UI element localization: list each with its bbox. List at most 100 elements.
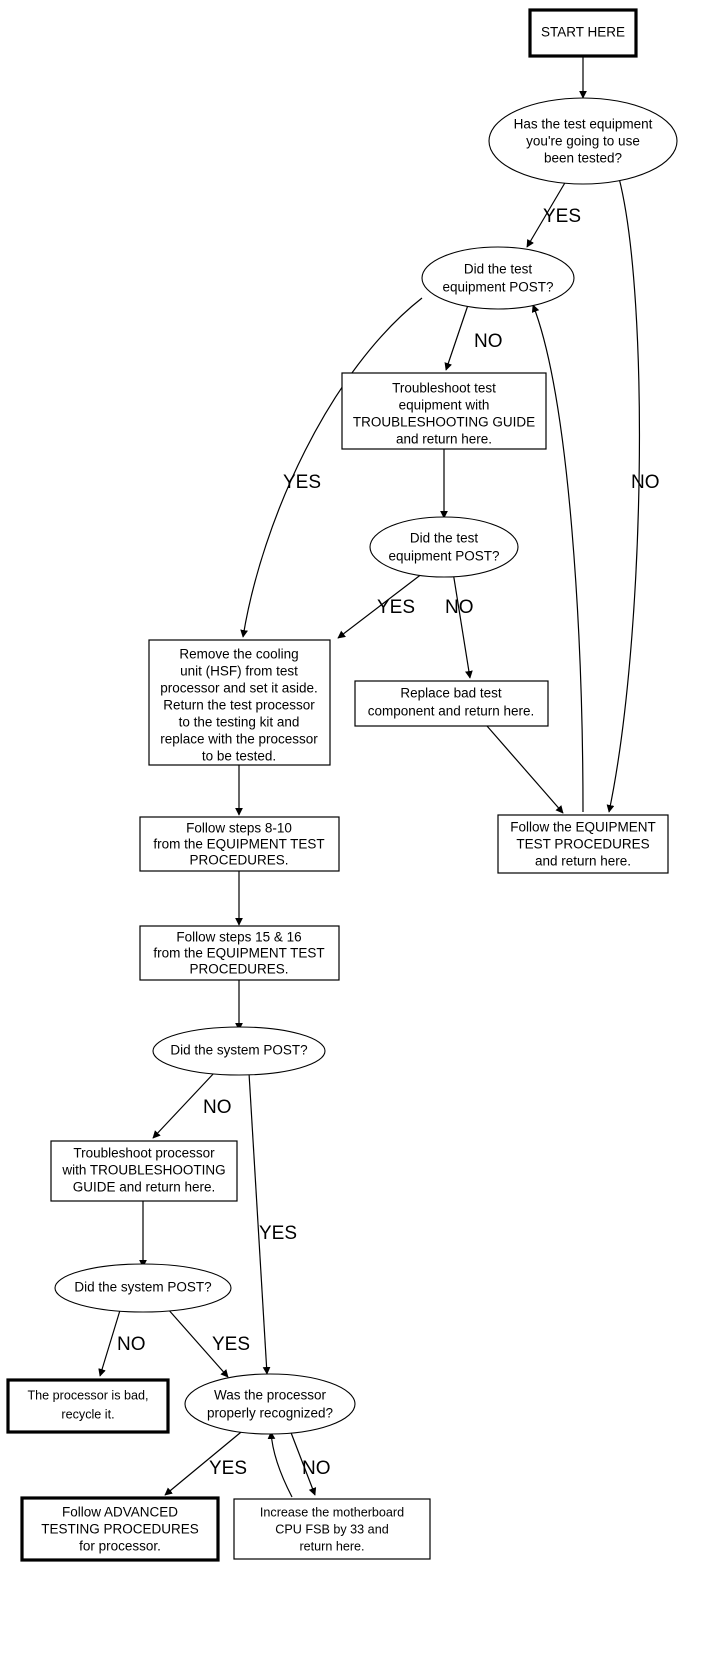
equip-test-proc-label-2: and return here. bbox=[535, 854, 631, 869]
edge-q-tested-yes-to-q-post1 bbox=[526, 180, 567, 248]
replace-bad-box[interactable] bbox=[354, 680, 549, 727]
proc-bad-label-1: recycle it. bbox=[61, 1407, 114, 1421]
steps-8-10-label-2: PROCEDURES. bbox=[189, 853, 288, 868]
replace-bad-label-0: Replace bad test bbox=[400, 686, 502, 701]
equip-test-proc-box[interactable] bbox=[497, 814, 669, 874]
troubleshoot-equip-label-3: and return here. bbox=[396, 432, 492, 447]
q-tested-ellipse[interactable] bbox=[488, 97, 678, 185]
edge-label-recog-yes: YES bbox=[209, 1458, 247, 1479]
edge-q-recognized-no-to-increase-fsb bbox=[289, 1429, 317, 1496]
steps-15-16-label-2: PROCEDURES. bbox=[189, 962, 288, 977]
node-advanced-proc[interactable]: Follow ADVANCED TESTING PROCEDURES for p… bbox=[20, 1496, 220, 1562]
advanced-proc-box[interactable] bbox=[20, 1496, 220, 1562]
node-q-tested[interactable]: Has the test equipment you're going to u… bbox=[488, 97, 678, 185]
steps-15-16-label-1: from the EQUIPMENT TEST bbox=[153, 946, 324, 961]
q-sys-post2-label-0: Did the system POST? bbox=[74, 1280, 211, 1295]
q-sys-post2-ellipse[interactable] bbox=[54, 1263, 232, 1313]
q-post2-ellipse[interactable] bbox=[369, 516, 519, 578]
start-label-0: START HERE bbox=[541, 25, 625, 40]
proc-bad-box[interactable] bbox=[6, 1378, 170, 1434]
node-troubleshoot-equip[interactable]: Troubleshoot test equipment with TROUBLE… bbox=[341, 372, 547, 450]
troubleshoot-proc-label-1: with TROUBLESHOOTING bbox=[61, 1163, 225, 1178]
edge-label-tested-no: NO bbox=[631, 472, 660, 493]
q-post2-label-0: Did the test bbox=[410, 531, 479, 546]
edge-q-sys-post2-no-to-proc-bad bbox=[98, 1306, 122, 1377]
node-increase-fsb[interactable]: Increase the motherboard CPU FSB by 33 a… bbox=[233, 1498, 431, 1560]
q-sys-post1-label-0: Did the system POST? bbox=[170, 1043, 307, 1058]
edge-label-post1-yes: YES bbox=[283, 472, 321, 493]
node-q-sys-post1[interactable]: Did the system POST? bbox=[152, 1026, 326, 1076]
node-equip-test-proc[interactable]: Follow the EQUIPMENT TEST PROCEDURES and… bbox=[497, 814, 669, 874]
replace-bad-label-1: component and return here. bbox=[368, 704, 535, 719]
steps-15-16-box[interactable] bbox=[139, 925, 340, 981]
remove-hsf-label-3: Return the test processor bbox=[163, 698, 315, 713]
node-q-recognized[interactable]: Was the processor properly recognized? bbox=[184, 1373, 356, 1435]
advanced-proc-label-0: Follow ADVANCED bbox=[62, 1505, 178, 1520]
node-start[interactable]: START HERE bbox=[528, 8, 638, 58]
remove-hsf-label-5: replace with the processor bbox=[160, 732, 318, 747]
edge-q-sys-post1-yes-to-q-recognized bbox=[248, 1072, 271, 1375]
troubleshoot-proc-label-0: Troubleshoot processor bbox=[73, 1146, 215, 1161]
q-post2-label-1: equipment POST? bbox=[388, 549, 499, 564]
edge-q-tested-no-to-equip-test-proc bbox=[606, 177, 641, 813]
edge-q-post2-no-to-replace-bad bbox=[452, 571, 473, 679]
node-replace-bad[interactable]: Replace bad test component and return he… bbox=[354, 680, 549, 727]
node-q-sys-post2[interactable]: Did the system POST? bbox=[54, 1263, 232, 1313]
q-sys-post1-ellipse[interactable] bbox=[152, 1026, 326, 1076]
edge-replace-bad-to-equip-test-proc bbox=[486, 725, 564, 814]
remove-hsf-label-6: to be tested. bbox=[202, 749, 276, 764]
steps-8-10-label-0: Follow steps 8-10 bbox=[186, 821, 292, 836]
node-troubleshoot-proc[interactable]: Troubleshoot processor with TROUBLESHOOT… bbox=[50, 1140, 238, 1202]
node-remove-hsf[interactable]: Remove the cooling unit (HSF) from test … bbox=[148, 639, 331, 766]
start-box[interactable] bbox=[528, 8, 638, 58]
troubleshoot-proc-box[interactable] bbox=[50, 1140, 238, 1202]
troubleshoot-equip-box[interactable] bbox=[341, 372, 547, 450]
node-q-post2[interactable]: Did the test equipment POST? bbox=[369, 516, 519, 578]
q-recognized-ellipse[interactable] bbox=[184, 1373, 356, 1435]
troubleshoot-equip-label-2: TROUBLESHOOTING GUIDE bbox=[353, 415, 535, 430]
increase-fsb-label-0: Increase the motherboard bbox=[260, 1505, 404, 1519]
edge-label-post2-yes: YES bbox=[377, 597, 415, 618]
equip-test-proc-label-1: TEST PROCEDURES bbox=[516, 837, 649, 852]
advanced-proc-label-2: for processor. bbox=[79, 1539, 161, 1554]
edge-q-recognized-yes-to-advanced-proc bbox=[164, 1427, 247, 1496]
q-recognized-label-0: Was the processor bbox=[214, 1388, 327, 1403]
node-proc-bad[interactable]: The processor is bad, recycle it. bbox=[6, 1378, 170, 1434]
q-recognized-label-1: properly recognized? bbox=[207, 1406, 333, 1421]
remove-hsf-label-4: to the testing kit and bbox=[179, 715, 300, 730]
edge-q-post1-yes-to-remove-hsf bbox=[240, 297, 423, 638]
q-post1-label-1: equipment POST? bbox=[442, 280, 553, 295]
edge-label-sys1-no: NO bbox=[203, 1097, 232, 1118]
node-q-post1[interactable]: Did the test equipment POST? bbox=[421, 246, 575, 310]
edge-layer bbox=[98, 56, 641, 1498]
advanced-proc-label-1: TESTING PROCEDURES bbox=[41, 1522, 199, 1537]
edge-q-sys-post2-yes-to-q-recognized bbox=[166, 1307, 229, 1378]
troubleshoot-equip-label-0: Troubleshoot test bbox=[392, 381, 496, 396]
remove-hsf-label-0: Remove the cooling bbox=[179, 647, 298, 662]
node-steps-15-16[interactable]: Follow steps 15 & 16 from the EQUIPMENT … bbox=[139, 925, 340, 981]
troubleshoot-equip-label-1: equipment with bbox=[399, 398, 490, 413]
edge-label-post2-no: NO bbox=[445, 597, 474, 618]
edge-label-tested-yes: YES bbox=[543, 206, 581, 227]
troubleshoot-proc-label-2: GUIDE and return here. bbox=[73, 1180, 216, 1195]
equip-test-proc-label-0: Follow the EQUIPMENT bbox=[510, 820, 656, 835]
edge-q-post1-no-to-troubleshoot-equip bbox=[444, 304, 469, 371]
proc-bad-label-0: The processor is bad, bbox=[27, 1388, 148, 1402]
edge-increase-fsb-to-q-recognized bbox=[267, 1431, 293, 1498]
edge-q-sys-post1-no-to-troubleshoot-proc bbox=[152, 1071, 216, 1139]
edge-label-sys2-no: NO bbox=[117, 1334, 146, 1355]
q-post1-ellipse[interactable] bbox=[421, 246, 575, 310]
edge-label-sys2-yes: YES bbox=[212, 1334, 250, 1355]
steps-8-10-box[interactable] bbox=[139, 816, 340, 872]
remove-hsf-box[interactable] bbox=[148, 639, 331, 766]
remove-hsf-label-2: processor and set it aside. bbox=[160, 681, 318, 696]
q-post1-label-0: Did the test bbox=[464, 262, 533, 277]
increase-fsb-label-2: return here. bbox=[299, 1539, 364, 1553]
q-tested-label-0: Has the test equipment bbox=[514, 117, 653, 132]
edge-label-layer: YES NO NO YES YES NO NO YES NO YES YES N… bbox=[117, 206, 660, 1479]
remove-hsf-label-1: unit (HSF) from test bbox=[180, 664, 298, 679]
q-tested-label-2: been tested? bbox=[544, 151, 622, 166]
node-steps-8-10[interactable]: Follow steps 8-10 from the EQUIPMENT TES… bbox=[139, 816, 340, 872]
increase-fsb-box[interactable] bbox=[233, 1498, 431, 1560]
